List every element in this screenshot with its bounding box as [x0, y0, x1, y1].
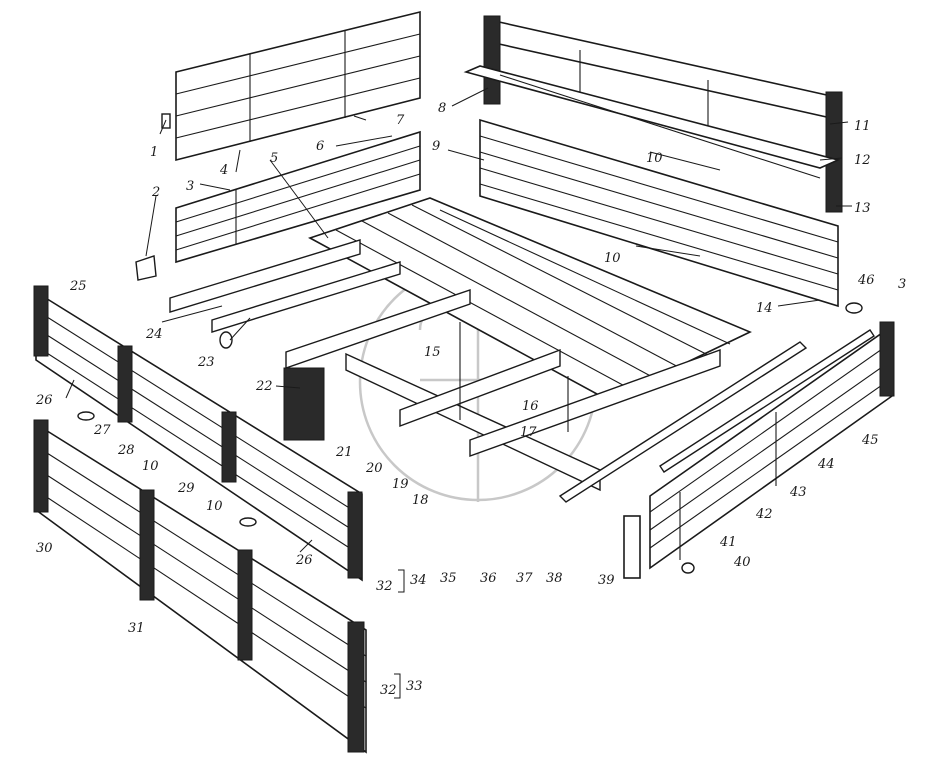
callout-41: 41 [719, 535, 737, 550]
callout-8: 8 [438, 101, 446, 116]
callout-labels: 1 2 3 3 4 5 6 7 8 9 10 10 10 10 11 12 13… [35, 101, 906, 698]
callout-29: 29 [177, 481, 195, 496]
callout-32-lower: 32 [380, 683, 397, 698]
callout-46: 46 [857, 273, 875, 288]
callout-24: 24 [145, 327, 163, 342]
callout-42: 42 [755, 507, 773, 522]
callout-4: 4 [219, 163, 228, 178]
callout-11: 11 [854, 119, 871, 134]
callout-12: 12 [854, 153, 871, 168]
left-side-board [33, 285, 363, 582]
callout-23: 23 [197, 355, 215, 370]
grouping-brackets [394, 569, 405, 699]
callout-36: 36 [480, 571, 497, 586]
callout-15: 15 [424, 345, 441, 360]
callout-26-left: 26 [35, 393, 53, 408]
callout-33: 33 [406, 679, 423, 694]
callout-20: 20 [365, 461, 383, 476]
callout-44: 44 [817, 457, 835, 472]
callout-37: 37 [516, 571, 533, 586]
right-side-board [558, 321, 895, 579]
under-frame [169, 239, 721, 492]
callout-10-lower: 10 [206, 499, 223, 514]
callout-18: 18 [412, 493, 429, 508]
rear-board [479, 118, 839, 308]
callout-40: 40 [733, 555, 751, 570]
callout-28: 28 [117, 443, 135, 458]
callout-22: 22 [255, 379, 273, 394]
callout-6: 6 [316, 139, 324, 154]
floor-platform [308, 197, 752, 401]
callout-17: 17 [520, 425, 537, 440]
callout-2: 2 [151, 185, 160, 200]
callout-21: 21 [335, 445, 353, 460]
callout-35: 35 [440, 571, 457, 586]
callout-26-right: 26 [295, 553, 313, 568]
callout-7: 7 [396, 113, 405, 128]
callout-10-mid: 10 [604, 251, 621, 266]
callout-1: 1 [150, 145, 158, 160]
callout-3-left: 3 [186, 179, 194, 194]
callout-39: 39 [598, 573, 615, 588]
callout-27: 27 [93, 423, 111, 438]
callout-31: 31 [128, 621, 145, 636]
callout-45: 45 [861, 433, 879, 448]
callout-3-right: 3 [898, 277, 906, 292]
callout-9: 9 [432, 139, 440, 154]
callout-32-upper: 32 [376, 579, 393, 594]
callout-10-top: 10 [646, 151, 663, 166]
callout-5: 5 [270, 151, 278, 166]
callout-34: 34 [410, 573, 427, 588]
left-side-board-lower [33, 419, 367, 754]
leader-lines [65, 87, 852, 553]
callout-38: 38 [546, 571, 563, 586]
callout-16: 16 [522, 399, 539, 414]
front-board-upper [175, 10, 421, 162]
callout-30: 30 [36, 541, 53, 556]
callout-13: 13 [854, 201, 871, 216]
callout-19: 19 [392, 477, 409, 492]
callout-14: 14 [756, 301, 773, 316]
callout-25: 25 [69, 279, 87, 294]
callout-43: 43 [789, 485, 807, 500]
rear-rack-frame [463, 15, 843, 213]
callout-10-left: 10 [142, 459, 159, 474]
hardware-parts [77, 113, 863, 574]
